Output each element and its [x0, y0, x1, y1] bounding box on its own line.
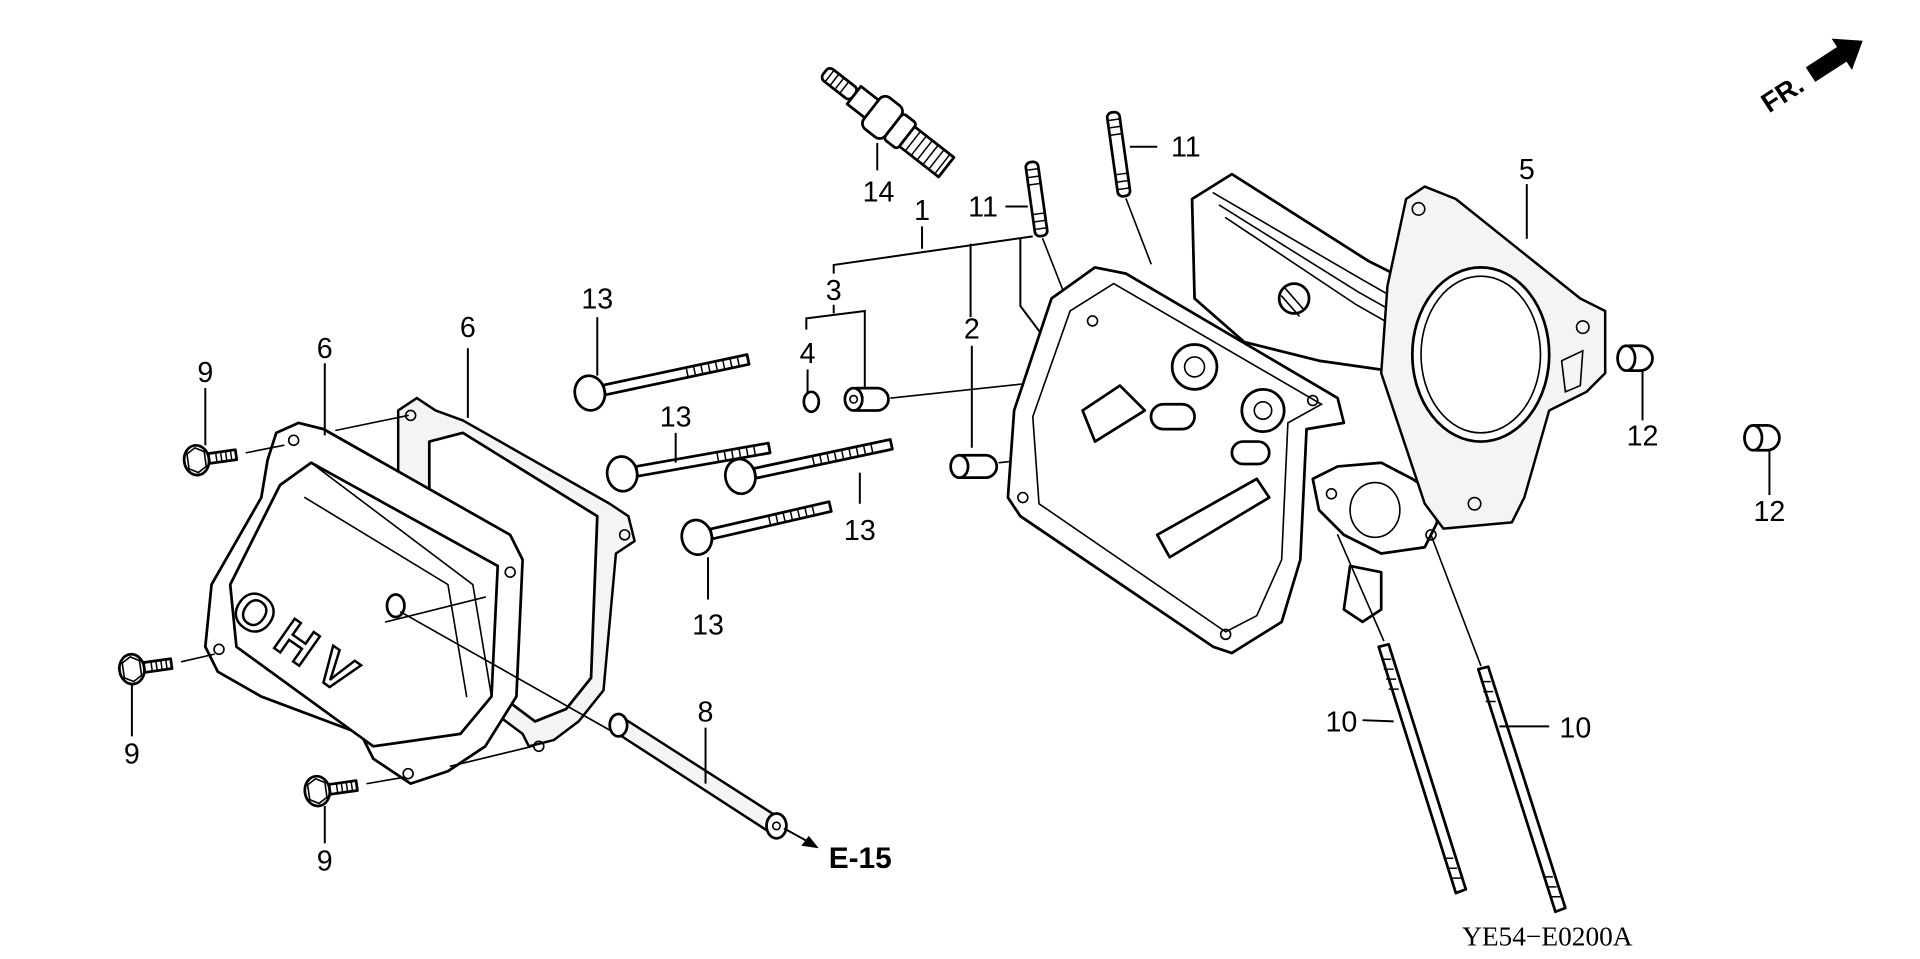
spark-plug	[820, 66, 956, 179]
callout-7: 6	[460, 312, 476, 344]
clip	[802, 390, 821, 414]
callout-3: 3	[826, 275, 842, 307]
drawing-code: YE54−E0200A	[1462, 921, 1633, 951]
callout-6: 6	[317, 333, 333, 365]
callout-5: 5	[1519, 154, 1535, 186]
callout-9-b: 9	[124, 739, 140, 771]
breather-tube	[608, 712, 788, 840]
flange-bolt-9-c	[301, 769, 361, 809]
dowel-pin-2	[949, 453, 999, 480]
callout-10-right: 10	[1559, 713, 1591, 745]
arrow-up-right-icon	[1805, 38, 1863, 82]
callout-8: 8	[698, 696, 714, 728]
callout-10-left: 10	[1325, 706, 1357, 738]
front-direction-indicator: FR.	[1755, 38, 1863, 118]
head-cover: OHV	[203, 421, 524, 785]
callout-11-left: 11	[968, 191, 998, 223]
head-bolt-13-a	[573, 353, 751, 412]
flange-bolt-9-a	[180, 438, 240, 479]
front-label: FR.	[1755, 68, 1809, 118]
head-bolt-13-d	[680, 500, 833, 557]
callout-13-a: 13	[581, 283, 613, 315]
stud-bolt-11-left	[1024, 160, 1049, 238]
cross-reference-label[interactable]: E-15	[829, 842, 892, 875]
dowel-pin-12-a	[1616, 344, 1654, 373]
stud-bolt-10-right	[1476, 665, 1567, 914]
callout-12-b: 12	[1754, 496, 1786, 528]
callout-11-right: 11	[1171, 132, 1201, 164]
head-bolt-13-b	[605, 441, 772, 493]
callout-4: 4	[800, 338, 816, 370]
callout-1: 1	[914, 195, 930, 227]
cylinder-head	[1006, 172, 1464, 655]
callout-9-c: 9	[317, 846, 333, 878]
stud-bolt-11-right	[1105, 110, 1132, 198]
callout-14: 14	[863, 177, 895, 209]
head-bolt-13-c	[723, 438, 894, 496]
callout-13-d: 13	[692, 609, 724, 641]
callout-13-c: 13	[844, 515, 876, 547]
callout-2: 2	[964, 313, 980, 345]
callout-13-b: 13	[660, 402, 692, 434]
valve-guide	[843, 386, 890, 412]
callout-12-a: 12	[1627, 420, 1659, 452]
head-gasket	[1379, 185, 1607, 530]
callout-9-a: 9	[197, 357, 213, 389]
cross-reference-link[interactable]: E-15	[783, 827, 892, 875]
arrow-right-icon	[801, 835, 819, 849]
flange-bolt-9-b	[116, 647, 175, 688]
stud-bolt-10-left	[1377, 642, 1468, 895]
dowel-pin-12-b	[1743, 424, 1781, 452]
